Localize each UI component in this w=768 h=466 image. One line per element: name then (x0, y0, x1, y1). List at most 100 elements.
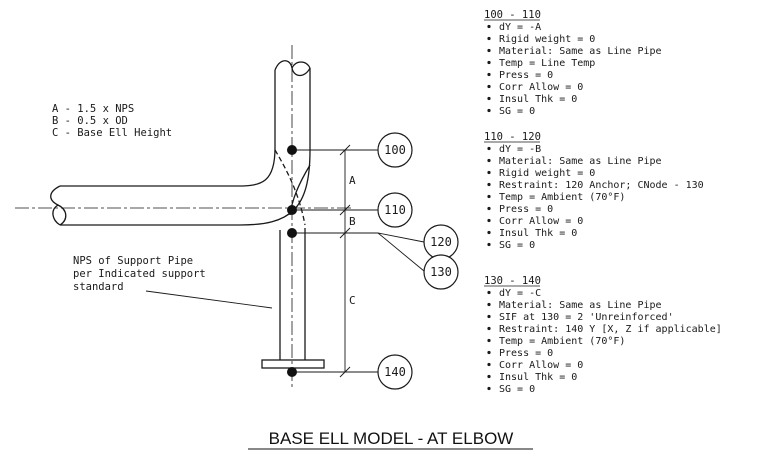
bullet-icon (487, 350, 491, 355)
dim-tick-110 (339, 204, 351, 216)
bullet-icon (487, 362, 491, 367)
diagram-title: BASE ELL MODEL - AT ELBOW (269, 429, 514, 448)
node-bubble-140 (377, 354, 413, 390)
legend-line-a: A - 1.5 x NPS (52, 103, 134, 115)
spec-item: dY = -B (499, 144, 541, 155)
bullet-icon (487, 290, 491, 295)
dim-tick-140 (339, 366, 351, 378)
bullet-icon (487, 182, 491, 187)
bullet-icon (487, 302, 491, 307)
pipe-drawing (15, 45, 425, 390)
spec-item: Restraint: 140 Y [X, Z if applicable] (499, 324, 722, 335)
spec-item: Temp = Ambient (70°F) (499, 192, 625, 203)
bullet-icon (487, 338, 491, 343)
dimension-label-c: C (349, 294, 356, 307)
support-note-line-3: standard (73, 281, 124, 293)
spec-item: Temp = Ambient (70°F) (499, 336, 625, 347)
spec-item: Rigid weight = 0 (499, 168, 595, 179)
node-label-120: 120 (430, 235, 452, 249)
spec-section-header: 110 - 120 (484, 131, 541, 143)
spec-item: Material: Same as Line Pipe (499, 156, 662, 167)
support-note-line-2: per Indicated support (73, 268, 206, 280)
bullet-icon (487, 72, 491, 77)
node-points (287, 145, 297, 377)
node-point-110 (287, 205, 297, 215)
bullet-icon (487, 194, 491, 199)
node-point-140 (287, 367, 297, 377)
node-bubble-130 (423, 254, 459, 290)
leader-120 (377, 232, 425, 243)
legend-line-b: B - 0.5 x OD (52, 115, 128, 127)
node-bubble-100 (377, 132, 413, 168)
spec-item: SG = 0 (499, 106, 535, 117)
dimension-labels: A B C (349, 174, 356, 307)
spec-item: Corr Allow = 0 (499, 216, 583, 227)
elbow-seam (274, 149, 306, 226)
node-bubble-110 (377, 192, 413, 228)
spec-item: Material: Same as Line Pipe (499, 46, 662, 57)
spec-item: Corr Allow = 0 (499, 360, 583, 371)
support-note-line-1: NPS of Support Pipe (73, 255, 193, 267)
bullet-icon (487, 96, 491, 101)
bullet-icon (487, 230, 491, 235)
spec-item: Temp = Line Temp (499, 58, 595, 69)
bullet-icon (487, 48, 491, 53)
legend-line-c: C - Base Ell Height (52, 127, 172, 139)
dimension-label-a: A (349, 174, 356, 187)
spec-item: Insul Thk = 0 (499, 372, 577, 383)
bullet-icon (487, 326, 491, 331)
bullet-icon (487, 218, 491, 223)
leader-130 (377, 232, 425, 272)
node-bubble-labels: 100 110 120 130 140 (384, 143, 452, 379)
bullet-icon (487, 242, 491, 247)
bullet-icon (487, 386, 491, 391)
spec-item: SG = 0 (499, 384, 535, 395)
spec-item: Insul Thk = 0 (499, 94, 577, 105)
dimension-label-b: B (349, 215, 356, 228)
base-plate (261, 359, 325, 369)
spec-item: Press = 0 (499, 348, 553, 359)
pipe-break-top-inner (291, 61, 311, 69)
bullet-icon (487, 314, 491, 319)
node-label-100: 100 (384, 143, 406, 157)
bullet-icon (487, 158, 491, 163)
support-note: NPS of Support Pipe per Indicated suppor… (73, 255, 206, 293)
bullet-icon (487, 24, 491, 29)
spec-item: Insul Thk = 0 (499, 228, 577, 239)
node-bubbles (377, 132, 459, 390)
node-point-100 (287, 145, 297, 155)
spec-item: SIF at 130 = 2 'Unreinforced' (499, 312, 674, 323)
bullet-icon (487, 84, 491, 89)
dim-tick-120 (339, 227, 351, 239)
dimension-legend: A - 1.5 x NPS B - 0.5 x OD C - Base Ell … (52, 103, 172, 139)
spec-section-header: 130 - 140 (484, 275, 541, 287)
dim-tick-100 (339, 144, 351, 156)
spec-item: Restraint: 120 Anchor; CNode - 130 (499, 180, 704, 191)
spec-item: dY = -A (499, 22, 541, 33)
spec-section-header: 100 - 110 (484, 9, 541, 21)
bullet-icon (487, 36, 491, 41)
bullet-icon (487, 60, 491, 65)
bullet-icon (487, 108, 491, 113)
spec-item: Press = 0 (499, 204, 553, 215)
bullet-icon (487, 374, 491, 379)
elbow-outer (60, 147, 276, 187)
bullet-icon (487, 146, 491, 151)
pipe-break-left-inner (52, 204, 61, 226)
elbow-inner (60, 149, 311, 226)
spec-item: Corr Allow = 0 (499, 82, 583, 93)
node-label-110: 110 (384, 203, 406, 217)
bullet-icon (487, 170, 491, 175)
support-note-leader (145, 290, 273, 309)
bullet-icon (487, 206, 491, 211)
spec-item: SG = 0 (499, 240, 535, 251)
spec-item: dY = -C (499, 288, 541, 299)
node-label-130: 130 (430, 265, 452, 279)
spec-item: Rigid weight = 0 (499, 34, 595, 45)
spec-item: Material: Same as Line Pipe (499, 300, 662, 311)
